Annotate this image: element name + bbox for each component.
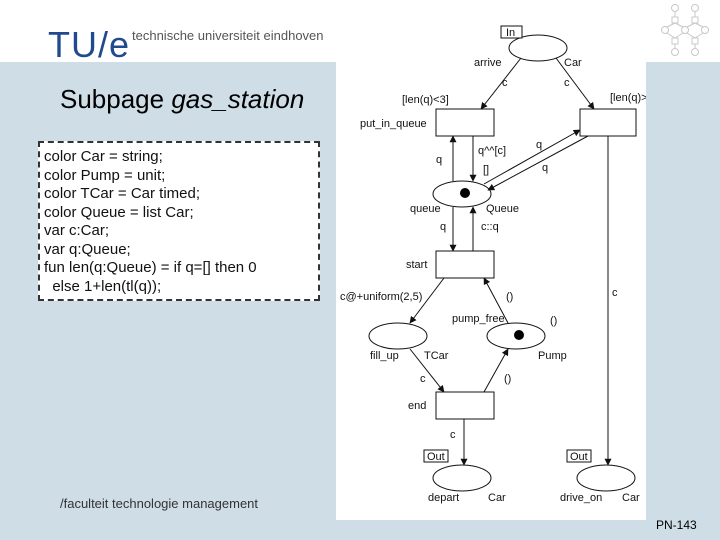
arc-label-q1: q [436, 154, 442, 166]
drive-on-place-type: Car [622, 492, 640, 504]
depart-type: Car [488, 492, 506, 504]
arc-queue-drive [483, 129, 581, 185]
code-line: color Queue = list Car; [44, 203, 194, 221]
place-fill-up [368, 322, 428, 350]
out-port-label-2: Out [570, 451, 588, 463]
fill-up-type: TCar [424, 350, 449, 362]
pump-free-label: pump_free [452, 313, 505, 325]
code-line: color TCar = Car timed; [44, 185, 201, 202]
queue-type: Queue [486, 203, 519, 215]
declarations-box: color Car = string; color Pump = unit; c… [38, 141, 320, 301]
arc-label-c2: c [564, 77, 570, 89]
code-line: color Pump = unit; [44, 166, 166, 184]
in-port-label: In [506, 27, 515, 39]
arc-label-unit1: () [506, 291, 513, 303]
pump-token [514, 330, 524, 340]
drive-on-place-label: drive_on [560, 492, 602, 504]
tue-logo: TU/e [48, 24, 131, 65]
arc-label-c5: c [450, 429, 456, 441]
arc-label-c1: c [502, 77, 508, 89]
pump-type: Pump [538, 350, 567, 362]
place-drive-on [576, 464, 636, 492]
start-label: start [406, 259, 427, 271]
arc-pump-start [483, 277, 509, 324]
out-port-tag-2 [566, 449, 592, 463]
end-label: end [408, 400, 426, 412]
arc-label-c4: c [420, 373, 426, 385]
petri-net-diagram: In arrive Car queue Queue fill_up TCar p… [340, 25, 688, 504]
arc-label-cq: c::q [481, 221, 499, 233]
slide-title: Subpage gas_station [60, 84, 304, 115]
guard-right: [len(q)>=3] [610, 92, 646, 104]
footer-text: /faculteit technologie management [60, 496, 259, 511]
out-port-tag [423, 449, 449, 463]
arc-label-qc: q^^[c] [478, 145, 506, 157]
code-line: color Car = string; [44, 148, 163, 165]
in-port-tag [500, 25, 523, 39]
title-prefix: Subpage [60, 84, 172, 114]
arc-label-empty: [] [483, 164, 489, 176]
arc-end-pump [483, 348, 509, 393]
page-number: PN-143 [656, 518, 697, 532]
code-line: fun len(q:Queue) = if q=[] then 0 [44, 259, 257, 276]
arc-label-unit3: () [504, 373, 511, 385]
depart-label: depart [428, 492, 459, 504]
title-italic: gas_station [171, 84, 305, 114]
arc-label-q2: q [536, 139, 542, 151]
code-line: else 1+len(tl(q)); [44, 277, 162, 295]
code-line: var c:Car; [44, 222, 110, 239]
guard-left: [len(q)<3] [402, 94, 449, 106]
university-name: technische universiteit eindhoven [132, 28, 324, 43]
queue-token [460, 188, 470, 198]
arc-label-unit2: () [550, 315, 557, 327]
transition-drive-on [579, 108, 637, 137]
arc-label-c3: c [612, 287, 618, 299]
transition-end [435, 391, 495, 420]
arc-arrive-put [480, 57, 522, 110]
arc-fillup-end [409, 348, 445, 393]
arrive-type: Car [564, 57, 582, 69]
petri-net-panel: In arrive Car queue Queue fill_up TCar p… [336, 20, 688, 520]
petri-net-decoration-icon [661, 4, 709, 56]
place-depart [432, 464, 492, 492]
arc-arrive-drive [555, 57, 595, 110]
arc-start-fillup [409, 277, 445, 324]
put-in-queue-label: put_in_queue [360, 118, 427, 130]
arc-label-q3: q [542, 162, 548, 174]
queue-label: queue [410, 203, 441, 215]
arc-label-q4: q [440, 221, 446, 233]
transition-start [435, 250, 495, 279]
arc-label-uniform: c@+uniform(2,5) [340, 291, 422, 303]
transition-put-in-queue [435, 108, 495, 137]
place-arrive [508, 34, 568, 62]
arrive-label: arrive [474, 57, 502, 69]
fill-up-label: fill_up [370, 350, 399, 362]
out-port-label: Out [427, 451, 445, 463]
code-line: var q:Queue; [44, 240, 131, 258]
arc-drive-queue [487, 135, 589, 191]
